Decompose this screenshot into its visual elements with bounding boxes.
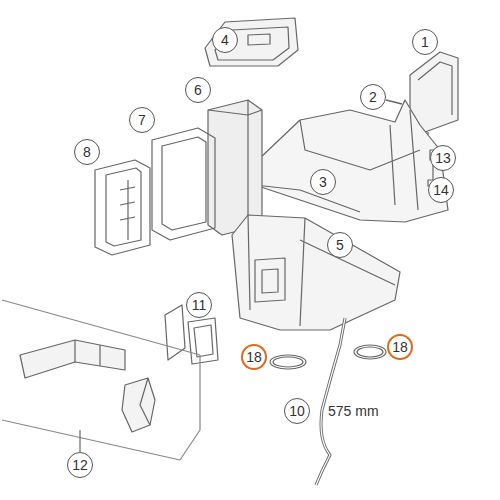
callout-circle: 7: [129, 107, 155, 133]
callout-circle: 2: [360, 84, 386, 110]
callout-number: 3: [319, 175, 327, 189]
callout-circle: 3: [310, 169, 336, 195]
callout-number: 5: [336, 238, 344, 252]
callout-circle: 13: [430, 145, 456, 171]
callout-number: 1: [421, 35, 429, 49]
callout-circle: 18: [241, 344, 267, 370]
callout-circle: 6: [185, 77, 211, 103]
callout-number: 18: [392, 340, 408, 354]
callout-number: 8: [83, 145, 91, 159]
callout-circle: 18: [387, 334, 413, 360]
callout-circle: 11: [186, 292, 212, 318]
dimension-label: 575 mm: [326, 404, 381, 418]
callout-circle: 4: [212, 27, 238, 53]
callout-circle: 8: [74, 139, 100, 165]
callout-number: 18: [246, 350, 262, 364]
callout-number: 4: [221, 33, 229, 47]
callout-number: 11: [192, 298, 207, 312]
callout-circle: 10: [284, 398, 310, 424]
callout-number: 7: [138, 113, 146, 127]
callout-number: 10: [289, 404, 305, 418]
callout-circle: 14: [428, 177, 454, 203]
callout-number: 13: [435, 151, 451, 165]
callout-number: 14: [433, 183, 449, 197]
callout-circle: 1: [412, 29, 438, 55]
callout-number: 6: [194, 83, 202, 97]
callout-circle: 12: [67, 452, 93, 478]
callout-circle: 5: [327, 232, 353, 258]
callout-number: 12: [72, 458, 88, 472]
callout-number: 2: [369, 90, 377, 104]
